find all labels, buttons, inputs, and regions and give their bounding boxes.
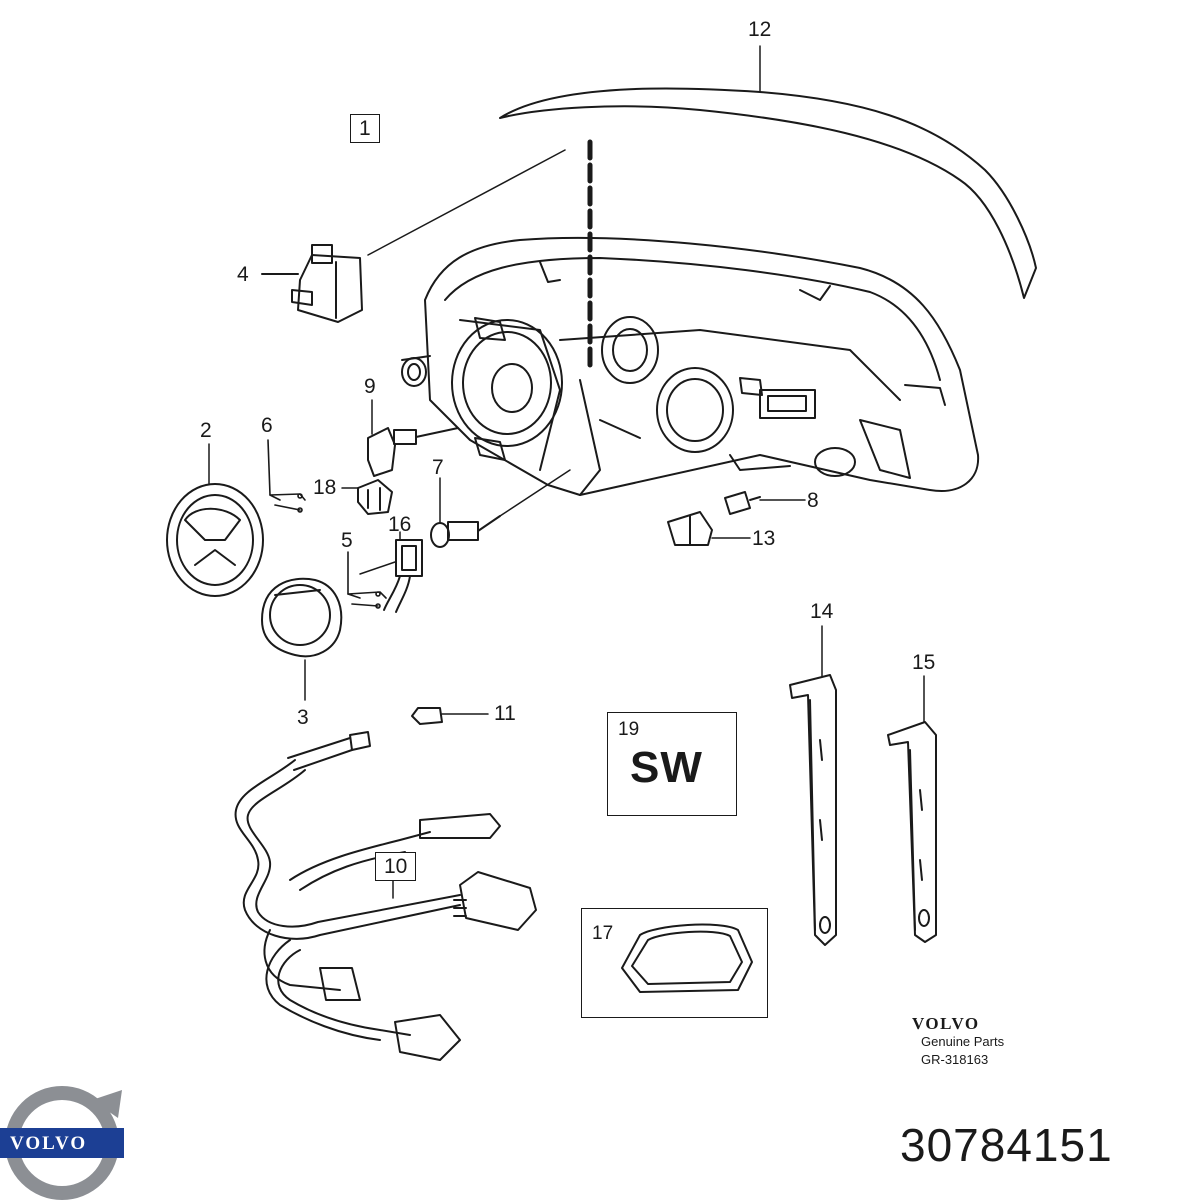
small-ring bbox=[601, 316, 659, 384]
headlamp-housing bbox=[424, 236, 980, 496]
spring-clip-5 bbox=[347, 551, 387, 609]
spring-clip-6 bbox=[267, 439, 306, 513]
bulb-9 bbox=[367, 427, 459, 477]
logo-text: VOLVO bbox=[10, 1133, 88, 1154]
diagram-code: GR-318163 bbox=[921, 1052, 989, 1067]
callout-8: 8 bbox=[807, 489, 819, 512]
genuine-parts-text: Genuine Parts bbox=[921, 1034, 1005, 1049]
callout-13: 13 bbox=[752, 527, 776, 550]
secondary-ring-outer bbox=[656, 367, 734, 453]
callout-1: 1 bbox=[350, 114, 380, 143]
callout-5: 5 bbox=[341, 529, 353, 552]
brand-name: VOLVO bbox=[912, 1014, 980, 1033]
callout-17: 17 bbox=[592, 923, 614, 944]
callout-18: 18 bbox=[313, 476, 337, 499]
volvo-logo-icon bbox=[0, 1086, 124, 1200]
callout-10: 10 bbox=[375, 852, 417, 881]
callout-3: 3 bbox=[297, 706, 309, 729]
seal-strip-12 bbox=[499, 87, 1037, 299]
sw-label-box: 19 SW bbox=[607, 712, 737, 816]
callout-11: 11 bbox=[494, 702, 516, 725]
bulb-holder-18 bbox=[357, 479, 393, 515]
sw-label: SW bbox=[630, 743, 703, 792]
connector-16 bbox=[383, 539, 423, 613]
bulb-7 bbox=[430, 515, 501, 548]
cover-cap-2 bbox=[166, 483, 264, 597]
callout-2: 2 bbox=[200, 419, 212, 442]
socket-13 bbox=[667, 511, 713, 546]
callout-9: 9 bbox=[364, 375, 376, 398]
callout-7: 7 bbox=[432, 456, 444, 479]
callout-12: 12 bbox=[748, 18, 772, 41]
callout-6: 6 bbox=[261, 414, 273, 437]
callout-16: 16 bbox=[388, 513, 412, 536]
bulb-8 bbox=[724, 491, 761, 515]
part-number: 30784151 bbox=[900, 1119, 1113, 1171]
callout-14: 14 bbox=[810, 600, 834, 623]
cap-box: 17 bbox=[581, 908, 768, 1018]
bracket-14 bbox=[789, 674, 837, 946]
main-bulb-ring-outer bbox=[451, 319, 563, 447]
cap-17 bbox=[621, 923, 753, 993]
callout-4: 4 bbox=[237, 263, 249, 286]
bulb-11 bbox=[411, 707, 443, 725]
callout-15: 15 bbox=[912, 651, 936, 674]
callout-19: 19 bbox=[618, 719, 640, 740]
wiring-harness-10 bbox=[234, 731, 537, 1061]
bracket-15 bbox=[887, 721, 937, 943]
leveling-motor-4 bbox=[291, 244, 363, 323]
cover-cap-3 bbox=[261, 577, 343, 658]
